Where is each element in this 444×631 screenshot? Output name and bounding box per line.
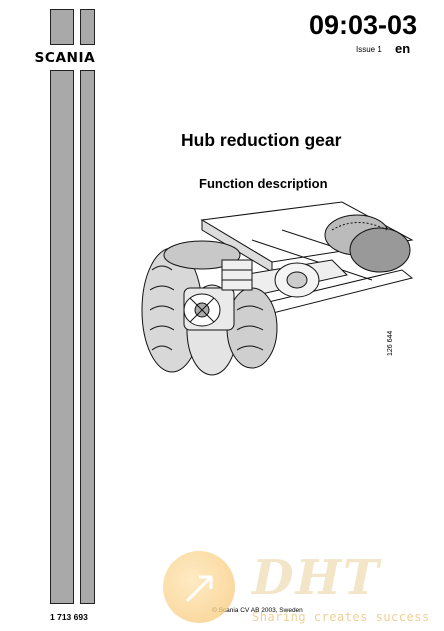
decorative-bar-left	[50, 70, 74, 604]
copyright-notice: © Scania CV AB 2003, Sweden	[212, 607, 303, 614]
page-title: Hub reduction gear	[181, 130, 342, 150]
watermark-logo: DHT	[252, 550, 381, 606]
watermark-slogan: Sharing creates success	[252, 610, 430, 624]
figure-number: 126 644	[387, 330, 394, 356]
issue-label: Issue 1	[356, 45, 382, 54]
part-number: 1 713 693	[50, 612, 88, 622]
language-code: en	[395, 41, 411, 56]
document-number: 09:03-03	[309, 10, 418, 40]
decorative-bar-left-top	[50, 9, 74, 45]
page-subtitle: Function description	[199, 176, 328, 191]
watermark-arrow-icon	[163, 551, 235, 623]
decorative-bar-right-top	[80, 9, 95, 45]
decorative-bar-right	[80, 70, 95, 604]
axle-illustration	[141, 201, 414, 376]
brand-logo: SCANIA	[34, 51, 96, 66]
